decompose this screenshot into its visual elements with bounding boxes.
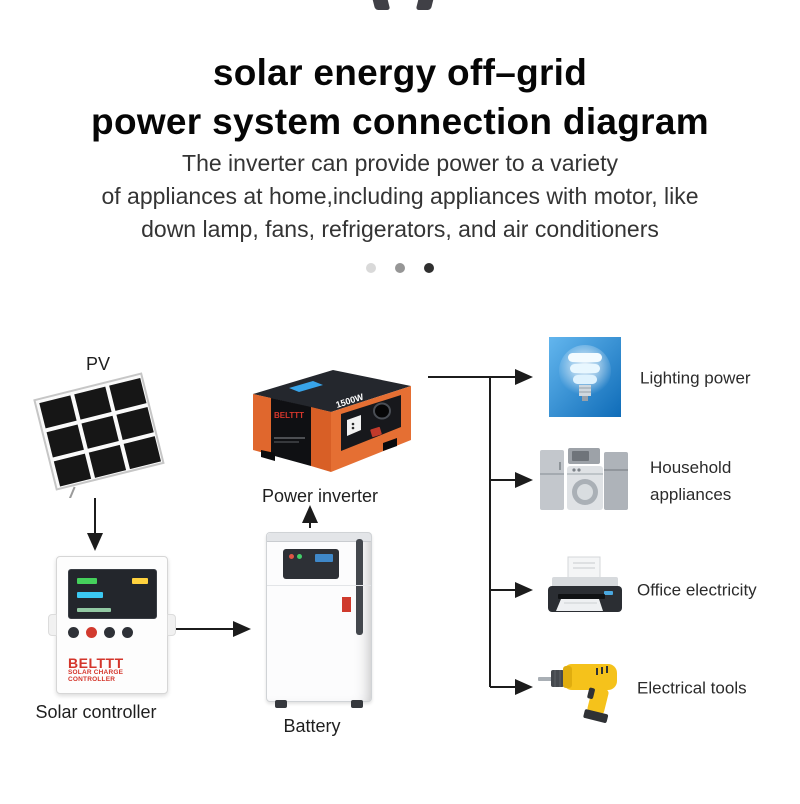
battery-handle [356, 539, 363, 635]
dot-2 [395, 263, 405, 273]
page-title: solar energy off–grid power system conne… [0, 48, 800, 146]
battery-led-red [289, 554, 294, 559]
controller-button [122, 627, 133, 638]
power-inverter-icon: BELTTT 1500W [253, 370, 411, 472]
output-label-lighting: Lighting power [640, 368, 751, 388]
title-line-2: power system connection diagram [91, 101, 709, 142]
controller-button [68, 627, 79, 638]
controller-buttons [68, 627, 133, 638]
cfl-bulb-icon [549, 337, 621, 417]
controller-mount-tab-right [167, 614, 176, 636]
controller-mount-tab-left [48, 614, 57, 636]
cropped-object-top [372, 0, 434, 12]
inverter-ac-outlet [347, 415, 361, 436]
inverter-top-display [289, 381, 323, 392]
power-drill-icon [538, 664, 617, 723]
pv-label: PV [86, 354, 111, 374]
carousel-dots [0, 263, 800, 273]
controller-button-red [86, 627, 97, 638]
home-appliances-icon [540, 448, 628, 510]
display-readout-small [77, 608, 111, 612]
bus-line-inverter-to-loads [428, 376, 491, 687]
battery-screen [315, 554, 333, 562]
inverter-round-socket [373, 402, 391, 420]
cropped-foot-right [415, 0, 434, 10]
display-readout-cyan [77, 592, 103, 598]
inverter-label: Power inverter [261, 486, 379, 506]
solar-panel-icon [33, 372, 165, 498]
inverter-brand: BELTTT [274, 411, 304, 420]
controller-subtitle: SOLAR CHARGE CONTROLLER [68, 669, 124, 683]
battery-top-cap [267, 533, 371, 542]
battery-control-panel [283, 549, 339, 579]
description: The inverter can provide power to a vari… [0, 147, 800, 246]
battery-warning-sticker [342, 597, 351, 612]
dot-3 [424, 263, 434, 273]
description-line-2: of appliances at home,including applianc… [101, 183, 699, 209]
title-line-1: solar energy off–grid [212, 52, 588, 93]
battery-seam [267, 585, 371, 586]
charge-controller-icon: BELTTT SOLAR CHARGE CONTROLLER [48, 556, 176, 694]
output-label-appliances: Household appliances [650, 458, 732, 504]
controller-brand: BELTTT [68, 655, 124, 671]
output-label-office: Office electricity [637, 580, 757, 600]
controller-button [104, 627, 115, 638]
battery-tower-icon [266, 532, 372, 708]
cropped-foot-left [372, 0, 391, 10]
dot-1 [366, 263, 376, 273]
inverter-switch [370, 426, 382, 438]
display-readout-yellow [132, 578, 148, 584]
printer-icon [548, 556, 622, 612]
battery-led-green [297, 554, 302, 559]
battery-label: Battery [283, 716, 341, 736]
output-label-tools: Electrical tools [637, 678, 747, 698]
controller-display [68, 569, 157, 619]
battery-caster-left [275, 700, 287, 708]
description-line-3: down lamp, fans, refrigerators, and air … [141, 216, 659, 242]
controller-label: Solar controller [35, 702, 157, 722]
display-readout-green [77, 578, 97, 584]
battery-caster-right [351, 700, 363, 708]
description-line-1: The inverter can provide power to a vari… [182, 150, 618, 176]
